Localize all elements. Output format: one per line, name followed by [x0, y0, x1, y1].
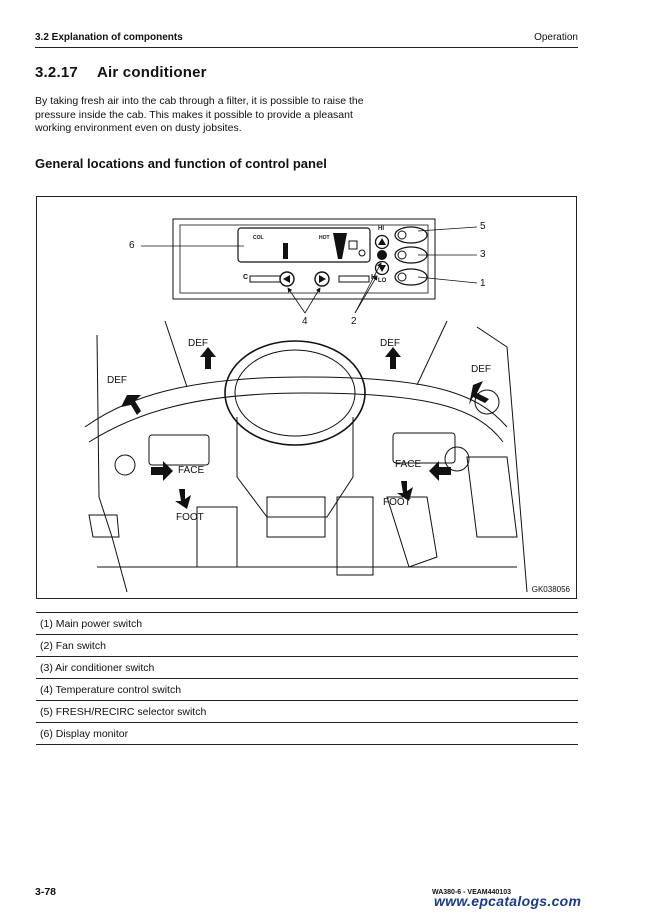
table-row: (1) Main power switch	[36, 612, 578, 635]
face-label: FACE	[395, 459, 422, 470]
temp-up-icon	[314, 271, 330, 287]
panel-col-label: COL	[253, 235, 264, 241]
table-row: (5) FRESH/RECIRC selector switch	[36, 700, 578, 723]
intro-paragraph: By taking fresh air into the cab through…	[35, 95, 364, 134]
table-row: (6) Display monitor	[36, 722, 578, 745]
callout-6: 6	[129, 240, 135, 251]
table-row: (4) Temperature control switch	[36, 678, 578, 701]
fan-up-icon	[374, 234, 390, 250]
panel-hot-label: HOT	[319, 235, 330, 241]
section-number: 3.2.17	[35, 64, 78, 81]
control-panel-figure: COL HOT C H HI LO 6 5 3 1 4 2 DEF DEF DE…	[36, 196, 577, 599]
watermark: www.epcatalogs.com	[434, 893, 582, 909]
table-row: (3) Air conditioner switch	[36, 656, 578, 679]
callout-4: 4	[302, 316, 308, 327]
panel-lo-label: LO	[378, 278, 387, 284]
temp-down-icon	[279, 271, 295, 287]
face-arrow-icon	[429, 461, 451, 481]
fresh-recirc-button	[394, 226, 428, 244]
table-row: (2) Fan switch	[36, 634, 578, 657]
callout-2: 2	[351, 316, 357, 327]
cab-illustration	[84, 218, 528, 593]
def-arrow-icon	[200, 347, 216, 369]
control-panel	[172, 218, 436, 300]
display-monitor	[237, 227, 371, 263]
face-label: FACE	[178, 465, 205, 476]
def-label: DEF	[107, 375, 127, 386]
def-label: DEF	[380, 338, 400, 349]
power-button	[394, 268, 428, 286]
callout-3: 3	[480, 249, 486, 260]
header-chapter: Operation	[534, 32, 578, 43]
header-rule	[35, 47, 578, 48]
def-arrow-icon	[385, 347, 401, 369]
panel-hi-label: HI	[378, 226, 384, 232]
callout-1: 1	[480, 278, 486, 289]
cab-dashboard	[84, 320, 528, 593]
model-code: WA380-6 - VEAM440103	[432, 889, 511, 896]
def-label: DEF	[471, 364, 491, 375]
def-label: DEF	[188, 338, 208, 349]
def-arrow-icon	[469, 381, 489, 405]
def-arrow-icon	[121, 395, 141, 415]
section-title: Air conditioner	[97, 64, 207, 81]
steering-wheel	[224, 340, 366, 446]
parts-table: (1) Main power switch (2) Fan switch (3)…	[36, 612, 578, 745]
airflow-arrows	[121, 347, 489, 509]
section-heading: 3.2.17 Air conditioner	[35, 64, 207, 81]
page-number: 3-78	[35, 886, 57, 898]
face-arrow-icon	[151, 461, 173, 481]
foot-label: FOOT	[383, 497, 411, 508]
panel-h-label: H	[371, 274, 377, 281]
subsection-title: General locations and function of contro…	[35, 156, 327, 171]
header-section: 3.2 Explanation of components	[35, 32, 183, 43]
part-item: (5) FRESH/RECIRC selector switch	[36, 700, 578, 723]
foot-arrow-icon	[175, 489, 191, 509]
part-item: (2) Fan switch	[36, 634, 578, 657]
part-item: (4) Temperature control switch	[36, 678, 578, 701]
part-item: (1) Main power switch	[36, 612, 578, 635]
fan-down-icon	[374, 260, 390, 276]
part-item: (6) Display monitor	[36, 722, 578, 745]
foot-arrow-icon	[397, 481, 413, 501]
panel-c-label: C	[243, 274, 249, 281]
part-item: (3) Air conditioner switch	[36, 656, 578, 679]
figure-code: GK038056	[531, 585, 570, 594]
foot-label: FOOT	[176, 512, 204, 523]
callout-5: 5	[480, 221, 486, 232]
